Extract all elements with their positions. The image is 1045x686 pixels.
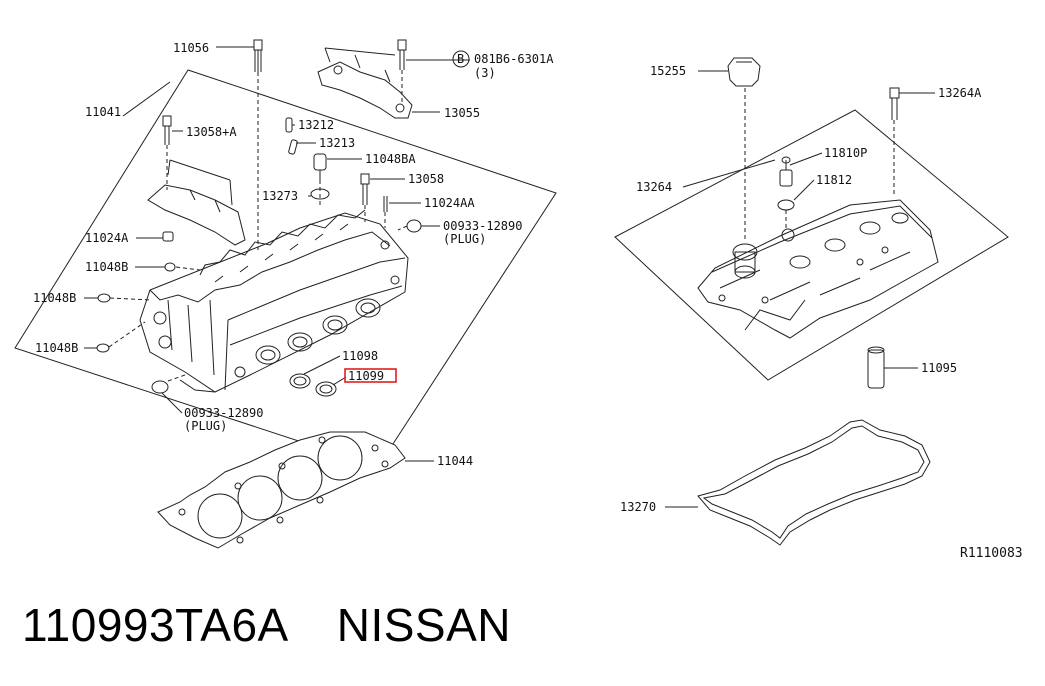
label-11041: 11041 bbox=[85, 105, 121, 119]
label-13212: 13212 bbox=[298, 118, 334, 132]
valve-cover-gasket-13270 bbox=[697, 419, 931, 546]
head-gasket-drawing bbox=[157, 431, 406, 549]
plug-11048b-3 bbox=[96, 343, 110, 353]
plug-11024a bbox=[162, 231, 174, 242]
label-11048b-3: 11048B bbox=[35, 341, 78, 355]
cam-bracket-drawing bbox=[317, 47, 413, 119]
callout-labels: 11056 B 081B6-6301A (3) 11041 13055 1305… bbox=[33, 41, 1023, 561]
label-11095: 11095 bbox=[921, 361, 957, 375]
assembly-lines-left bbox=[108, 70, 408, 382]
label-11056: 11056 bbox=[173, 41, 209, 55]
plug-00933b bbox=[151, 380, 169, 394]
label-081b6-qty: (3) bbox=[474, 66, 496, 80]
label-13055: 13055 bbox=[444, 106, 480, 120]
label-11024aa: 11024AA bbox=[424, 196, 475, 210]
valve-cover-panel bbox=[614, 109, 1009, 381]
label-11024a: 11024A bbox=[85, 231, 129, 245]
leader-lines-right bbox=[665, 70, 935, 508]
label-00933-a-plug: (PLUG) bbox=[443, 232, 486, 246]
tube-11095 bbox=[867, 346, 885, 389]
label-00933-b: 00933-12890 bbox=[184, 406, 263, 420]
front-bracket-drawing bbox=[147, 159, 246, 246]
label-13264a: 13264A bbox=[938, 86, 982, 100]
label-11810p: 11810P bbox=[824, 146, 867, 160]
bolt-symbol-circle bbox=[452, 50, 470, 68]
plug-11048b-1 bbox=[164, 262, 176, 272]
label-13213: 13213 bbox=[319, 136, 355, 150]
leader-lines-left bbox=[84, 46, 470, 462]
cylinder-head-panel bbox=[14, 69, 557, 468]
label-11048b-2: 11048B bbox=[33, 291, 76, 305]
bolt-13264a bbox=[889, 87, 900, 120]
oil-cap-15255 bbox=[727, 57, 761, 87]
label-081b6: 081B6-6301A bbox=[474, 52, 554, 66]
bolt-11056 bbox=[253, 39, 263, 72]
bolt-13058a bbox=[162, 115, 172, 145]
plug-00933a bbox=[406, 219, 422, 233]
diagram-reference: R1110083 bbox=[960, 546, 1023, 561]
label-11048ba: 11048BA bbox=[365, 152, 416, 166]
pin-13212 bbox=[285, 117, 293, 133]
label-13264: 13264 bbox=[636, 180, 672, 194]
cylinder-head-drawing bbox=[139, 209, 409, 393]
label-11048b-1: 11048B bbox=[85, 260, 128, 274]
label-00933-a: 00933-12890 bbox=[443, 219, 522, 233]
bolt-13058 bbox=[360, 173, 370, 205]
plug-11048b-2 bbox=[97, 293, 111, 303]
pin-13213 bbox=[288, 139, 298, 155]
seal-11099 bbox=[315, 381, 337, 397]
label-13058: 13058 bbox=[408, 172, 444, 186]
assembly-lines-right bbox=[744, 88, 895, 242]
grommet-11812 bbox=[777, 199, 795, 211]
pcv-valve-11810p bbox=[779, 156, 793, 187]
valve-cover-drawing bbox=[697, 199, 939, 339]
label-11099: 11099 bbox=[348, 369, 384, 383]
label-15255: 15255 bbox=[650, 64, 686, 78]
label-13270: 13270 bbox=[620, 500, 656, 514]
label-00933-b-plug: (PLUG) bbox=[184, 419, 227, 433]
label-13273: 13273 bbox=[262, 189, 298, 203]
highlight-box bbox=[344, 368, 397, 383]
sensor-11048ba bbox=[313, 153, 327, 180]
bolt-081b6 bbox=[397, 39, 407, 70]
part-caption: 110993TA6A NISSAN bbox=[22, 598, 511, 652]
label-11812: 11812 bbox=[816, 173, 852, 187]
part-number: 110993TA6A bbox=[22, 599, 289, 651]
label-13058a: 13058+A bbox=[186, 125, 237, 139]
brand-name: NISSAN bbox=[336, 599, 511, 651]
pin-11024aa bbox=[383, 196, 388, 212]
label-11098: 11098 bbox=[342, 349, 378, 363]
label-11044: 11044 bbox=[437, 454, 473, 468]
bolt-symbol-letter: B bbox=[457, 52, 464, 66]
seal-11098 bbox=[289, 373, 311, 389]
